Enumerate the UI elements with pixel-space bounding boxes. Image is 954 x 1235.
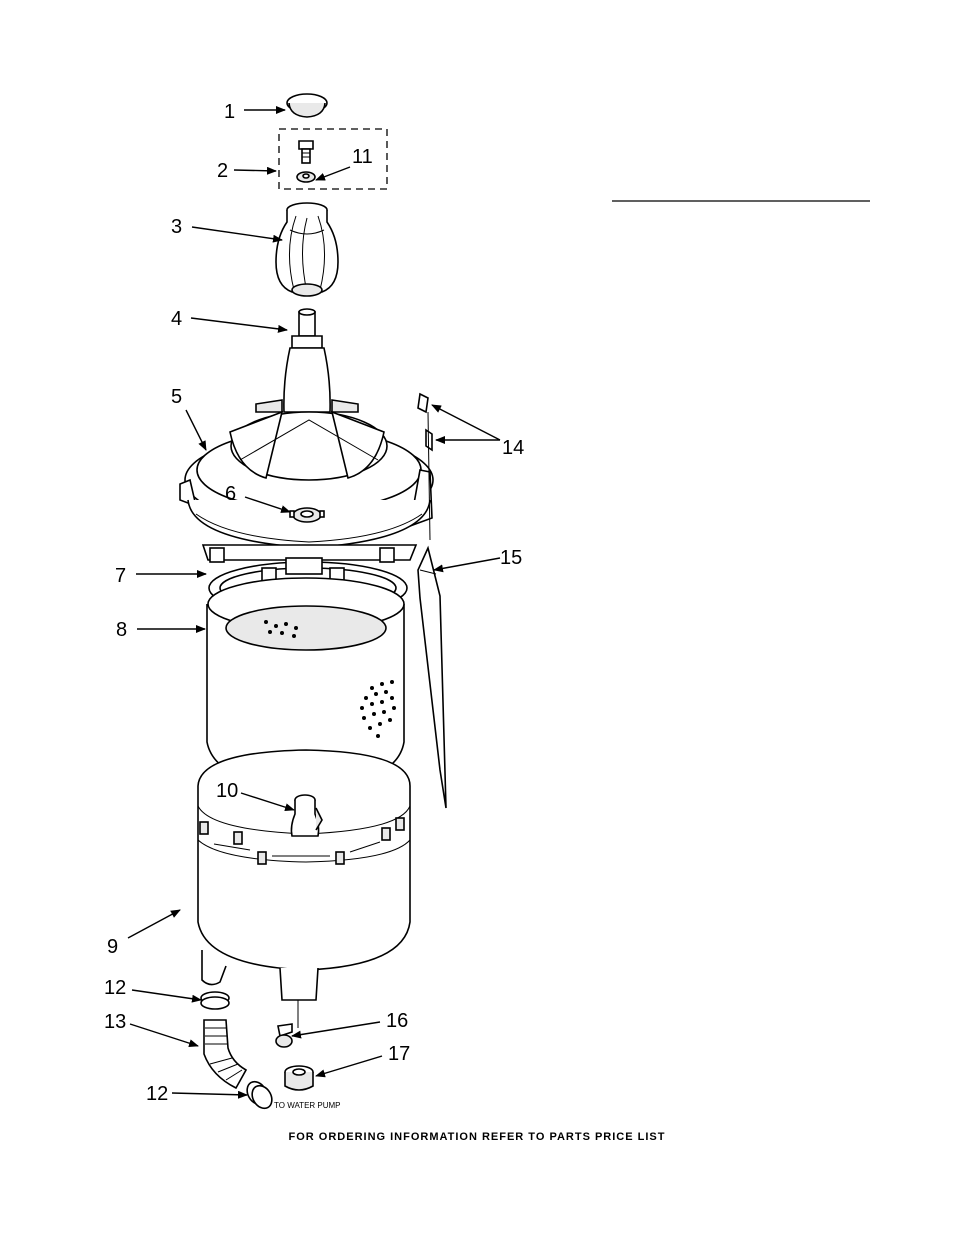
part-6-nut bbox=[289, 507, 325, 523]
callout-16: 16 bbox=[386, 1010, 408, 1032]
callout-12-top: 12 bbox=[104, 977, 126, 999]
part-9-outer-tub bbox=[197, 749, 411, 1028]
part-12-clamp-top bbox=[200, 991, 230, 1010]
part-15-shield bbox=[417, 545, 447, 809]
callout-2: 2 bbox=[217, 160, 228, 182]
callout-10: 10 bbox=[216, 780, 238, 802]
callout-12-bottom: 12 bbox=[146, 1083, 168, 1105]
part-16-screw bbox=[275, 1023, 293, 1048]
callout-7: 7 bbox=[115, 565, 126, 587]
part-4-agitator-shaft bbox=[283, 308, 331, 413]
callout-1: 1 bbox=[224, 101, 235, 123]
part-11-washer bbox=[296, 171, 316, 183]
part-1-cap bbox=[286, 93, 328, 118]
callout-13: 13 bbox=[104, 1011, 126, 1033]
pump-label: TO WATER PUMP bbox=[274, 1101, 341, 1110]
callout-3: 3 bbox=[171, 216, 182, 238]
part-2-kit-box bbox=[278, 128, 388, 190]
leader-lines bbox=[127, 106, 501, 1099]
callout-5: 5 bbox=[171, 386, 182, 408]
part-10-fitting bbox=[290, 794, 323, 837]
part-14-clips bbox=[417, 392, 433, 541]
callout-6: 6 bbox=[225, 483, 236, 505]
callout-9: 9 bbox=[107, 936, 118, 958]
part-12-clamp-bottom bbox=[246, 1080, 273, 1110]
part-13-hose bbox=[203, 1019, 248, 1090]
part-3-agitator-cam bbox=[275, 202, 339, 297]
part-2-bolt bbox=[298, 140, 314, 164]
callout-17: 17 bbox=[388, 1043, 410, 1065]
callout-4: 4 bbox=[171, 308, 182, 330]
callout-14: 14 bbox=[502, 437, 524, 459]
part-17-nut bbox=[284, 1065, 314, 1091]
footer-note: FOR ORDERING INFORMATION REFER TO PARTS … bbox=[288, 1131, 666, 1143]
callout-8: 8 bbox=[116, 619, 127, 641]
part-8-spin-basket bbox=[206, 577, 405, 789]
callout-15: 15 bbox=[500, 547, 522, 569]
part-5-basket-top bbox=[179, 399, 434, 549]
callout-11: 11 bbox=[352, 146, 373, 168]
